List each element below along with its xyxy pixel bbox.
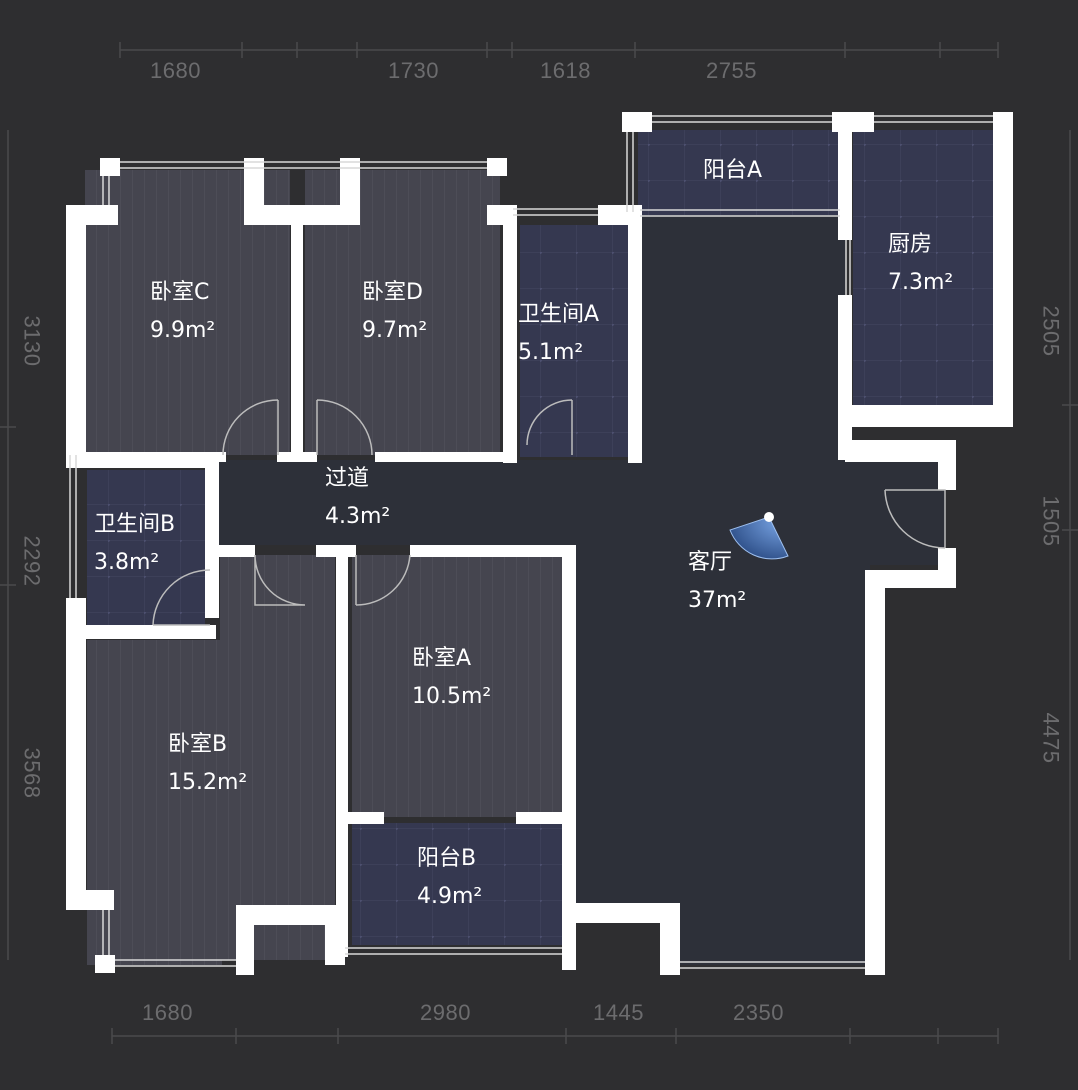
room-bedroom-b[interactable]: 卧室B 15.2m²	[168, 726, 247, 802]
dimension-bottom-3: 1445	[593, 1000, 644, 1025]
room-area: 4.9m²	[417, 884, 483, 909]
camera-viewpoint-icon[interactable]	[729, 512, 789, 560]
windows	[69, 115, 993, 969]
room-area: 37m²	[688, 588, 747, 613]
dimension-left-3: 3568	[19, 747, 45, 799]
room-name: 卧室D	[362, 280, 423, 305]
room-area: 9.7m²	[362, 318, 428, 343]
room-bedroom-a[interactable]: 卧室A 10.5m²	[412, 640, 491, 716]
room-name: 过道	[325, 466, 370, 491]
dimension-left-1: 3130	[19, 315, 45, 367]
room-bedroom-c[interactable]: 卧室C 9.9m²	[150, 274, 215, 350]
room-hallway[interactable]: 过道 4.3m²	[325, 460, 390, 536]
room-bedroom-d[interactable]: 卧室D 9.7m²	[362, 274, 427, 350]
dimension-top-2: 1730	[388, 58, 439, 83]
room-area: 5.1m²	[518, 340, 584, 365]
room-name: 阳台A	[703, 158, 763, 183]
room-kitchen[interactable]: 厨房 7.3m²	[888, 226, 953, 302]
floors	[85, 130, 993, 965]
dimension-bottom-2: 2980	[420, 1000, 471, 1025]
room-area: 3.8m²	[94, 550, 160, 575]
dimension-bottom-1: 1680	[142, 1000, 193, 1025]
room-area: 4.3m²	[325, 504, 391, 529]
room-name: 卧室B	[168, 732, 228, 757]
dimension-right-3: 4475	[1038, 712, 1064, 764]
room-name: 卧室A	[412, 646, 472, 671]
room-name: 卫生间A	[518, 302, 600, 327]
room-bathroom-a[interactable]: 卫生间A 5.1m²	[518, 296, 599, 372]
room-name: 客厅	[688, 550, 733, 575]
dimension-bottom-4: 2350	[733, 1000, 784, 1025]
dimension-right-1: 2505	[1038, 305, 1064, 357]
doors	[152, 399, 946, 626]
room-balcony-a[interactable]: 阳台A	[703, 152, 762, 190]
room-name: 阳台B	[417, 846, 477, 871]
dimension-top-4: 2755	[706, 58, 757, 83]
room-balcony-b[interactable]: 阳台B 4.9m²	[417, 840, 482, 916]
dimension-top-3: 1618	[540, 58, 591, 83]
dimension-top-1: 1680	[150, 58, 201, 83]
room-area: 7.3m²	[888, 270, 954, 295]
room-bathroom-b[interactable]: 卫生间B 3.8m²	[94, 506, 175, 582]
room-area: 9.9m²	[150, 318, 216, 343]
room-area: 10.5m²	[412, 684, 492, 709]
room-area: 15.2m²	[168, 770, 248, 795]
dimension-left-2: 2292	[19, 535, 45, 587]
walls	[66, 112, 1013, 975]
dimension-right-2: 1505	[1038, 495, 1064, 547]
room-living-room[interactable]: 客厅 37m²	[688, 544, 746, 620]
room-name: 厨房	[888, 232, 933, 257]
room-name: 卧室C	[150, 280, 210, 305]
dimension-lines	[0, 42, 1078, 1044]
room-name: 卫生间B	[94, 512, 176, 537]
